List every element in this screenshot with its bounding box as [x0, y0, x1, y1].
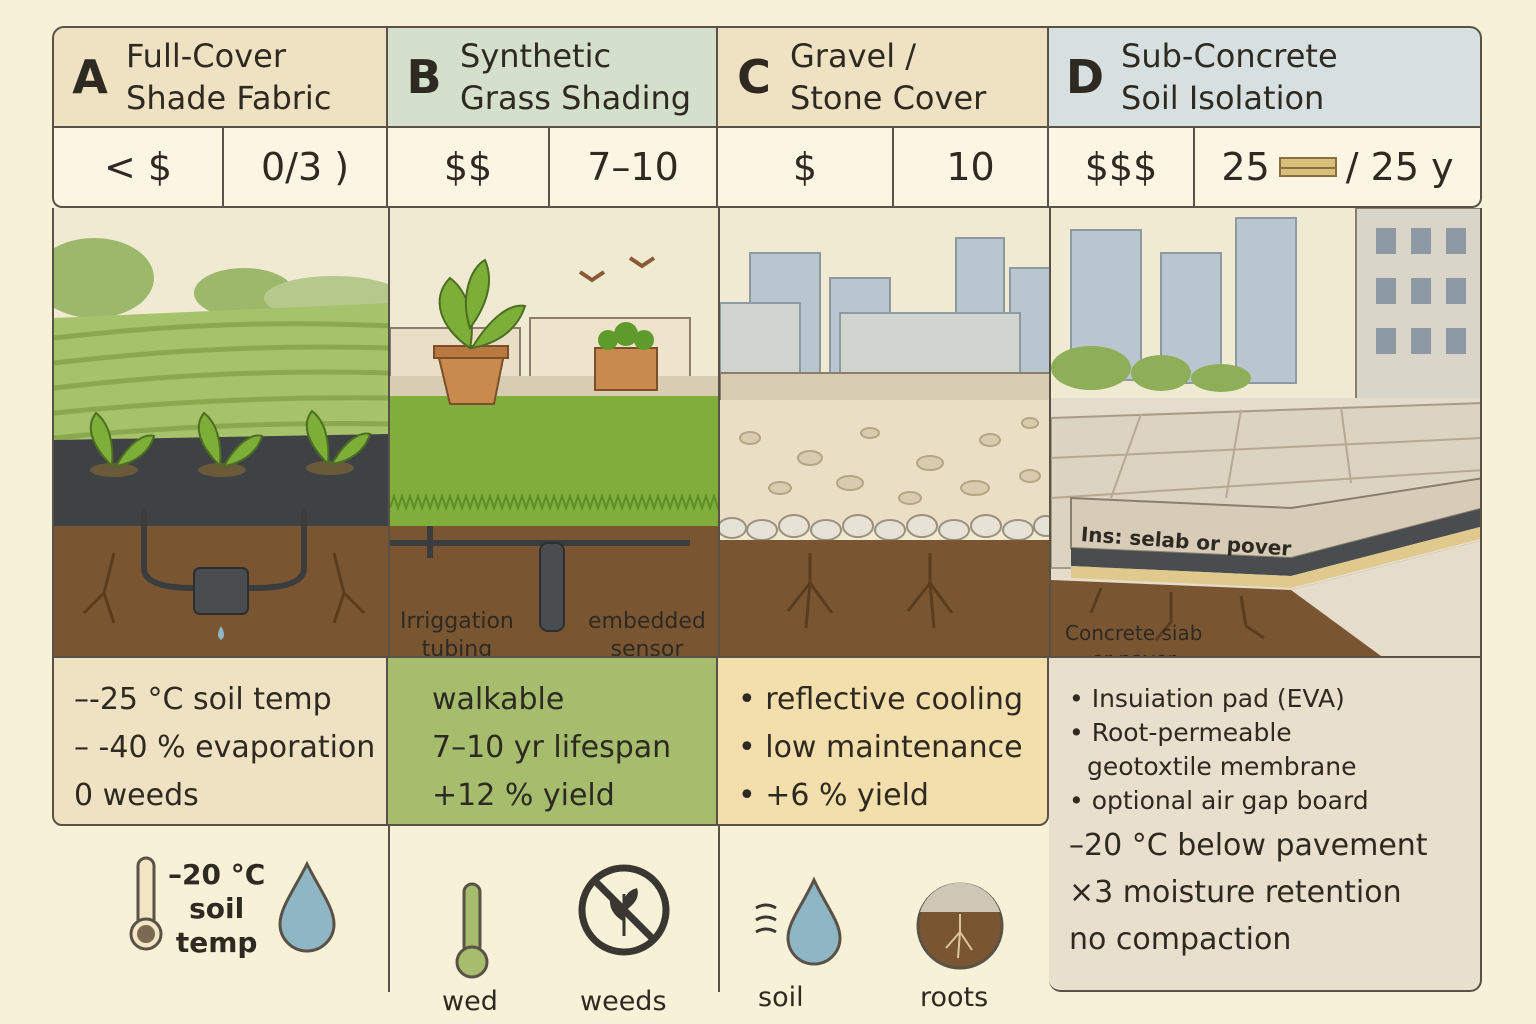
panel-b-lifespan: 7–10	[548, 128, 716, 206]
panel-b-cost: $$	[443, 145, 493, 189]
panel-b-icon-label-2: weeds	[580, 986, 667, 1017]
panel-a-icons: –20 °C soil temp	[52, 826, 388, 992]
panel-b-title-line1: Synthetic	[460, 37, 612, 75]
panel-b-title-line2: Grass Shading	[460, 79, 692, 117]
thermometer-icon	[455, 882, 489, 979]
seedling-icon	[89, 409, 372, 469]
panel-d-header: D Sub-Concrete Soil Isolation	[1049, 26, 1482, 128]
evaporation-drop-icon	[755, 876, 842, 966]
panel-d-bullet-2: • Root-permeable	[1069, 718, 1292, 747]
panel-d-slab-tag: Concrete siab or paver	[1065, 620, 1202, 656]
panel-b-stat-1: walkable	[432, 682, 565, 717]
panel-a-letter: A	[72, 50, 108, 104]
panel-d-title-line1: Sub-Concrete	[1121, 37, 1338, 75]
panel-b-stat-2: 7–10 yr lifespan	[432, 730, 672, 765]
panel-b-header: B Synthetic Grass Shading	[388, 26, 718, 128]
panel-a-cost-row: < $ 0/3 )	[52, 128, 388, 208]
panel-a-stat-2: – -40 % evaporation	[74, 730, 376, 765]
panel-d-cost-row: $$$ 25 / 25 y	[1049, 128, 1482, 208]
panel-d-title-line2: Soil Isolation	[1121, 79, 1325, 117]
panel-c-stat-3: • +6 % yield	[738, 778, 929, 813]
panel-a-header: A Full-Cover Shade Fabric	[52, 26, 388, 128]
panel-a-icon-line3: temp	[175, 926, 258, 959]
panel-b-title: Synthetic Grass Shading	[460, 35, 691, 119]
panel-b-sensor-line1: embedded	[588, 609, 706, 634]
panel-c-lifespan: 10	[892, 128, 1047, 206]
panel-c-title-line2: Stone Cover	[790, 79, 987, 117]
panel-b-stats: walkable 7–10 yr lifespan +12 % yield	[388, 656, 718, 826]
roots-icon	[916, 882, 1004, 970]
panel-a-title-line1: Full-Cover	[126, 37, 286, 75]
panel-c-header: C Gravel / Stone Cover	[718, 26, 1049, 128]
panel-b: B Synthetic Grass Shading $$ 7–10	[388, 26, 718, 1017]
panel-c-cost: $	[792, 145, 818, 189]
panel-c-stat-1: • reflective cooling	[738, 682, 1023, 717]
panel-a-stat-1: –-25 °C soil temp	[74, 682, 332, 717]
panel-d-cost: $$$	[1084, 145, 1158, 189]
panel-d-stat-3: no compaction	[1069, 922, 1292, 957]
panel-c-icon-label-2: roots	[920, 982, 989, 1013]
panel-c-cost-row: $ 10	[718, 128, 1049, 208]
panel-a-icon-line1: –20 °C	[168, 858, 266, 891]
panel-a-title-line2: Shade Fabric	[126, 79, 332, 117]
comparison-panel: A Full-Cover Shade Fabric < $ 0/3 )	[52, 26, 1482, 1017]
panel-c-icons: soil roots	[718, 826, 1049, 1013]
thermometer-icon	[129, 856, 163, 951]
divider-ab	[388, 826, 390, 992]
panel-c-title: Gravel / Stone Cover	[790, 35, 986, 119]
panel-c-illustration	[718, 208, 1049, 656]
panel-c-icon-label-1: soil	[758, 982, 804, 1013]
panel-d-slab-line2: or paver	[1065, 646, 1202, 656]
panel-d-bullet-1: • Insuiation pad (EVA)	[1069, 684, 1345, 713]
no-weeds-icon	[578, 864, 670, 956]
panel-a-cost: < $	[103, 145, 173, 189]
panel-d-title: Sub-Concrete Soil Isolation	[1121, 35, 1338, 119]
panel-a-icon-label: –20 °C soil temp	[168, 858, 265, 960]
panel-d-letter: D	[1065, 50, 1105, 104]
panel-d-illustration: Ins: selab or pover Concrete siab or pav…	[1049, 208, 1482, 656]
panel-d: D Sub-Concrete Soil Isolation $$$ 25 / 2…	[1049, 26, 1482, 992]
water-drop-icon	[278, 860, 336, 953]
panel-b-icons: wed weeds	[388, 826, 718, 1017]
panel-d-stat-1: –20 °C below pavement	[1069, 828, 1428, 863]
panel-a-stats: –-25 °C soil temp – -40 % evaporation 0 …	[52, 656, 388, 826]
panel-b-letter: B	[406, 50, 442, 104]
panel-c: C Gravel / Stone Cover $ 10	[718, 26, 1049, 1013]
panel-a-lifespan: 0/3 )	[222, 128, 386, 206]
panel-b-icon-label-1: wed	[442, 986, 498, 1017]
panel-a-icon-line2: soil	[189, 892, 245, 925]
panel-d-stats: • Insuiation pad (EVA) • Root-permeable …	[1049, 656, 1482, 992]
panel-c-letter: C	[737, 50, 771, 104]
panel-b-sensor-tag: embedded sensor module	[588, 608, 706, 656]
divider-bc	[718, 826, 720, 992]
panel-d-lifespan-a: 25	[1221, 145, 1270, 189]
panel-c-stat-2: • low maintenance	[738, 730, 1023, 765]
panel-b-tubing-tag: Irriggation tubing	[400, 608, 514, 656]
panel-b-sensor-line2: sensor	[610, 637, 684, 656]
panel-d-lifespan: 25 / 25 y	[1193, 128, 1480, 206]
panel-d-lifespan-b: / 25 y	[1345, 145, 1454, 189]
panel-d-stat-2: ×3 moisture retention	[1069, 875, 1402, 910]
panel-c-stats: • reflective cooling • low maintenance •…	[718, 656, 1049, 826]
panel-d-bullet-4: • optional air gap board	[1069, 786, 1369, 815]
panel-a: A Full-Cover Shade Fabric < $ 0/3 )	[52, 26, 388, 992]
panel-c-title-line1: Gravel /	[790, 37, 917, 75]
panel-a-illustration	[52, 208, 388, 656]
panel-b-tubing-line1: Irriggation	[400, 609, 514, 634]
panel-b-illustration: Irriggation tubing embedded sensor modul…	[388, 208, 718, 656]
panel-b-cost-row: $$ 7–10	[388, 128, 718, 208]
panel-d-slab-line1: Concrete siab	[1065, 621, 1203, 645]
panel-a-stat-3: 0 weeds	[74, 778, 199, 813]
panel-b-tubing-line2: tubing	[421, 637, 493, 656]
plant-icon	[438, 258, 527, 350]
panel-d-bullet-3: geotoxtile membrane	[1087, 752, 1357, 781]
panel-a-title: Full-Cover Shade Fabric	[126, 35, 331, 119]
panel-b-stat-3: +12 % yield	[432, 778, 615, 813]
paver-icon	[1278, 157, 1337, 177]
